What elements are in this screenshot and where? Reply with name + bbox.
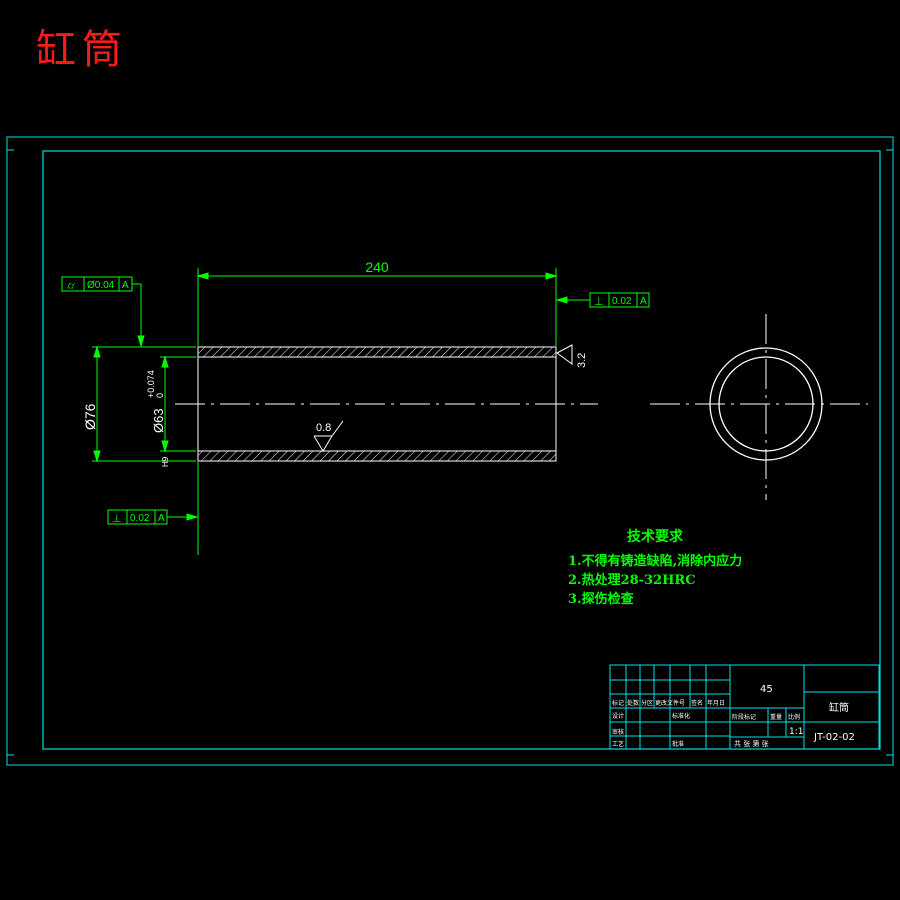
dim-outer-dia [92, 345, 196, 463]
tech-req-item-1: 1.不得有铸造缺陷,消除内应力 [568, 553, 742, 569]
tube-wall-bottom [197, 450, 557, 462]
tb-header-zone: 分区 [641, 699, 653, 707]
tb-header-date: 年月日 [707, 699, 725, 707]
dim-length [196, 268, 558, 346]
tb-stage: 阶段标记 [732, 713, 756, 721]
tb-design: 设计 [612, 712, 624, 720]
page-title: 缸筒 [36, 27, 128, 73]
corner-marks [7, 149, 893, 756]
cylindricity-value: Ø0.04 [87, 280, 115, 291]
dim-inner-dia [160, 355, 196, 453]
tb-standardize: 标准化 [672, 712, 690, 720]
tb-review: 审核 [612, 728, 624, 736]
tech-req-item-3: 3.探伤检查 [568, 591, 635, 607]
perp-left-value: 0.02 [130, 513, 150, 524]
tb-material: 45 [760, 684, 773, 695]
tb-scale-label: 比例 [788, 713, 800, 721]
dim-inner-tol-upper: +0.074 [146, 370, 156, 398]
tech-req-heading: 技术要求 [627, 528, 684, 545]
tb-header-docno: 更改文件号 [655, 699, 685, 707]
roughness-inner-label: 0.8 [316, 422, 331, 434]
outer-frame [6, 136, 894, 766]
perp-right-datum: A [640, 296, 647, 307]
cylindricity-datum: A [122, 280, 129, 291]
perp-right-frame [555, 292, 650, 308]
tech-req-item-2: 2.热处理28-32HRC [568, 572, 696, 588]
roughness-outer-symbol [556, 344, 573, 365]
title-block [609, 664, 880, 750]
tb-weight: 重量 [770, 713, 782, 721]
cylindricity-frame [61, 276, 145, 348]
dim-length-label: 240 [365, 259, 389, 275]
dim-inner-tol-lower: 0 [155, 393, 165, 398]
roughness-outer-label: 3.2 [576, 353, 588, 368]
tb-drawing-no: JT-02-02 [813, 732, 855, 743]
tb-part-name: 缸筒 [829, 701, 849, 714]
fit-mark: H9 [161, 456, 170, 467]
tb-header-count: 处数 [627, 699, 639, 707]
tb-scale: 1:1 [789, 727, 803, 737]
tb-header-mark: 标记 [612, 699, 624, 707]
tube-wall-top [197, 346, 557, 358]
dim-inner-dia-label: Ø63 [151, 408, 166, 433]
tb-sheet: 共 张 第 张 [734, 739, 769, 748]
perpendicular-icon: ⊥ [594, 296, 604, 308]
roughness-inner-symbol [313, 420, 344, 452]
perpendicular-left-icon: ⊥ [112, 513, 122, 525]
inner-frame [42, 150, 881, 750]
tb-process: 工艺 [612, 740, 624, 748]
dim-outer-dia-label: Ø76 [82, 403, 98, 430]
tb-header-sign: 签名 [691, 699, 703, 707]
perp-left-datum: A [158, 513, 165, 524]
perp-right-value: 0.02 [612, 296, 632, 307]
cylindricity-icon: ⌭ [67, 280, 75, 292]
perp-left-frame [107, 462, 199, 555]
end-view [650, 314, 868, 500]
tb-approve: 批准 [672, 740, 684, 748]
